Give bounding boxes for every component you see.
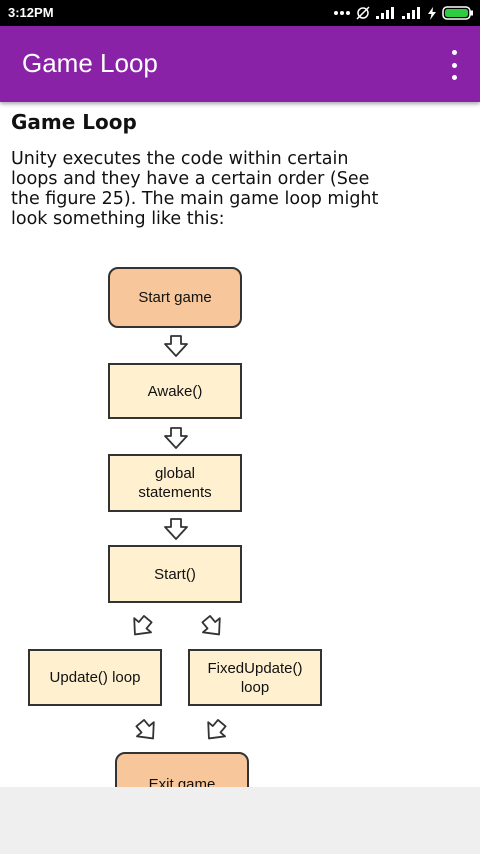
status-time: 3:12PM [8,5,54,20]
arrow-down-icon [164,518,188,540]
node-global-statements: global statements [108,454,242,512]
more-vert-icon[interactable] [442,50,466,80]
content-scroll-area[interactable]: Game Loop Unity executes the code within… [0,102,480,787]
app-bar: Game Loop [0,26,480,102]
signal-icon [376,7,394,19]
signal-icon [402,7,420,19]
node-start-fn: Start() [108,545,242,603]
paragraph-line: the figure 25). The main game loop might [11,189,379,209]
bottom-bar [0,787,480,854]
node-awake: Awake() [108,363,242,419]
node-fixedupdate-loop: FixedUpdate() loop [188,649,322,706]
paragraph-line: Unity executes the code within certain [11,149,349,169]
status-icons [334,5,474,21]
status-bar: 3:12PM [0,0,480,26]
article-paragraph: Unity executes the code within certain l… [11,149,411,229]
paragraph-line: loops and they have a certain order (See [11,169,370,189]
node-update-loop: Update() loop [28,649,162,706]
node-start-game: Start game [108,267,242,328]
app-title: Game Loop [22,48,158,78]
arrow-down-right-icon [201,614,221,636]
node-exit-game: Exit game [115,752,249,787]
arrow-down-left-icon [133,614,153,636]
arrow-down-left-icon [207,718,227,740]
arrow-down-icon [164,427,188,449]
arrow-down-icon [164,335,188,357]
battery-icon [442,6,473,20]
charging-icon [428,6,436,20]
paragraph-line: look something like this: [11,209,225,229]
article-heading: Game Loop [11,110,137,134]
more-dots-icon [334,11,350,15]
arrow-down-right-icon [135,718,155,740]
flowchart-arrows [133,335,227,740]
alarm-off-icon [356,6,370,20]
